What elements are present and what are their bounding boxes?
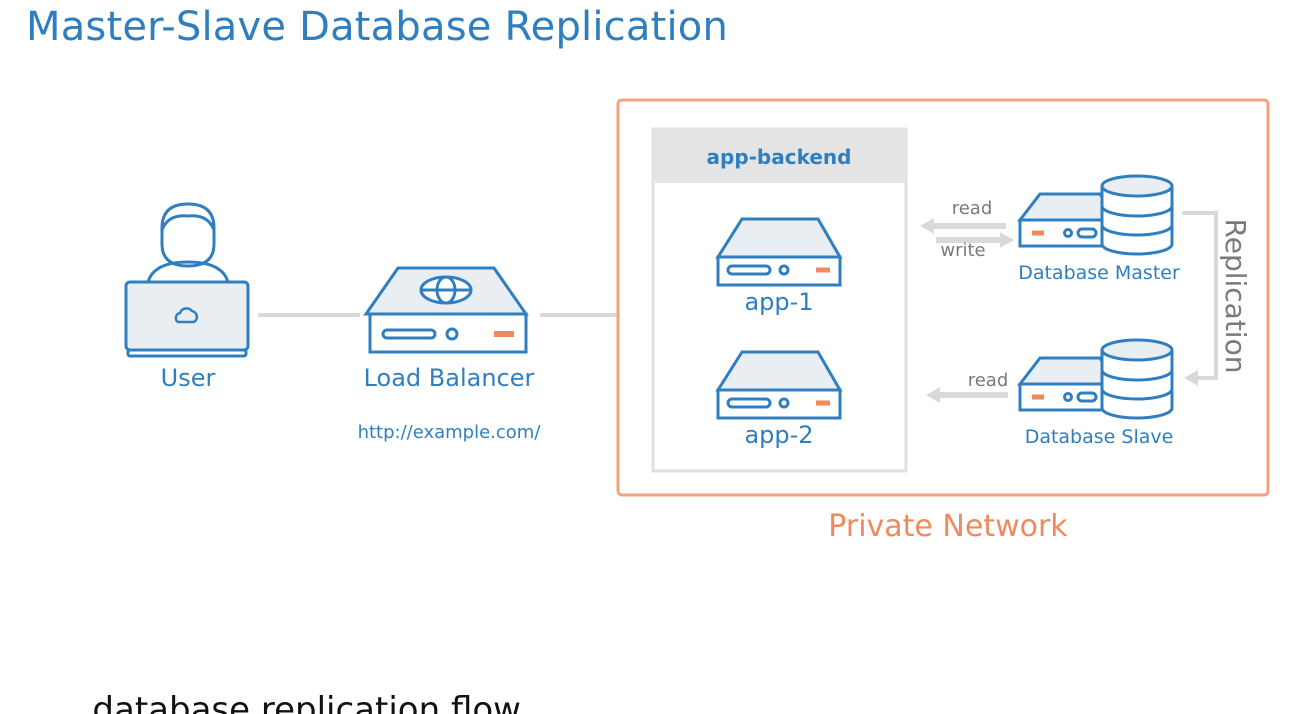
- replication-label: Replication: [1219, 219, 1252, 374]
- database-slave-icon: [1016, 338, 1174, 420]
- private-network-label: Private Network: [828, 509, 1068, 544]
- user-label: User: [161, 364, 216, 392]
- footer-text: ...database replication flow...: [60, 690, 551, 714]
- database-slave-label: Database Slave: [1025, 426, 1174, 448]
- user-icon: [124, 202, 250, 358]
- load-balancer-icon: [363, 266, 529, 354]
- app-1-label: app-1: [744, 288, 813, 316]
- app-2-server-icon: [715, 350, 843, 420]
- database-master-label: Database Master: [1018, 262, 1180, 284]
- master-write-label: write: [940, 240, 985, 261]
- master-write-arrow: [936, 232, 1014, 248]
- load-balancer-label: Load Balancer: [364, 364, 535, 392]
- private-network-box: [616, 98, 1270, 497]
- master-read-arrow: [920, 218, 1006, 234]
- database-master-icon: [1016, 174, 1174, 256]
- app-2-label: app-2: [744, 421, 813, 449]
- slave-read-label: read: [968, 370, 1009, 391]
- app-1-server-icon: [715, 217, 843, 287]
- master-read-label: read: [952, 198, 993, 219]
- app-backend-header: [653, 129, 906, 183]
- page-title: Master-Slave Database Replication: [26, 4, 729, 50]
- app-backend-label: app-backend: [707, 145, 852, 169]
- replication-connector: [1182, 211, 1218, 386]
- load-balancer-url: http://example.com/: [358, 422, 542, 443]
- slave-read-arrow: [926, 387, 1008, 403]
